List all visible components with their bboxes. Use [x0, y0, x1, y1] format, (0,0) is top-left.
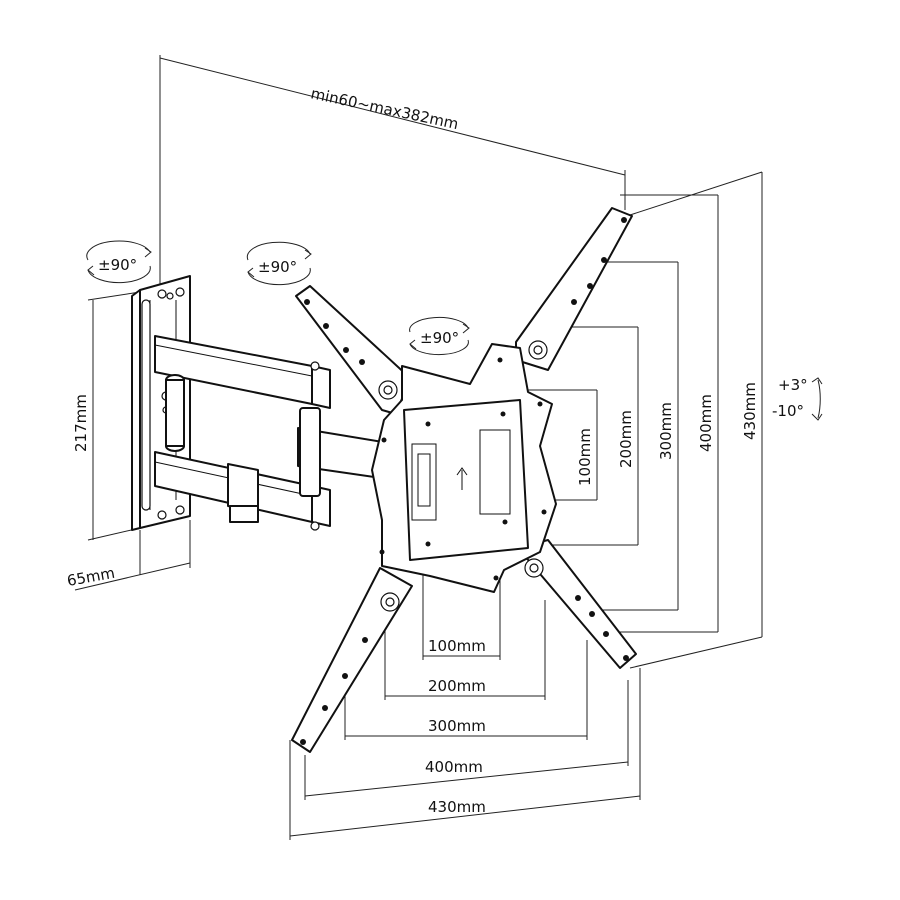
- swing-arms: [154, 335, 396, 531]
- rotate-arrow-icon: [86, 240, 151, 261]
- vertical-dim-430: 430mm: [741, 382, 759, 440]
- horizontal-dim-430: 430mm: [428, 798, 486, 816]
- tilt-arrow-icon: [817, 379, 821, 419]
- dimension-lines: [74, 55, 763, 840]
- wall-rotation-label: ±90°: [98, 256, 137, 274]
- horizontal-dim-100: 100mm: [428, 637, 486, 655]
- rotation-indicators: [86, 240, 823, 421]
- rotate-arrow-icon: [409, 316, 469, 333]
- tilt-up-label: +3°: [778, 376, 808, 394]
- horizontal-dim-400: 400mm: [425, 758, 483, 776]
- vertical-dim-200: 200mm: [617, 410, 635, 468]
- horizontal-dim-200: 200mm: [428, 677, 486, 695]
- rotate-arrow-icon: [246, 241, 311, 261]
- wall-plate-height-label: 217mm: [72, 394, 90, 452]
- vertical-dim-300: 300mm: [657, 402, 675, 460]
- vertical-dim-100: 100mm: [576, 428, 594, 486]
- vesa-plate: [291, 207, 637, 753]
- labels: min60~max382mm ±90° ±90° ±90° +3° -10° 2…: [66, 84, 808, 816]
- tilt-down-label: -10°: [772, 402, 804, 420]
- extension-label: min60~max382mm: [309, 84, 460, 133]
- horizontal-dim-300: 300mm: [428, 717, 486, 735]
- arm-rotation-label: ±90°: [258, 258, 297, 276]
- vesa-rotation-label: ±90°: [420, 329, 459, 347]
- vertical-dim-400: 400mm: [697, 394, 715, 452]
